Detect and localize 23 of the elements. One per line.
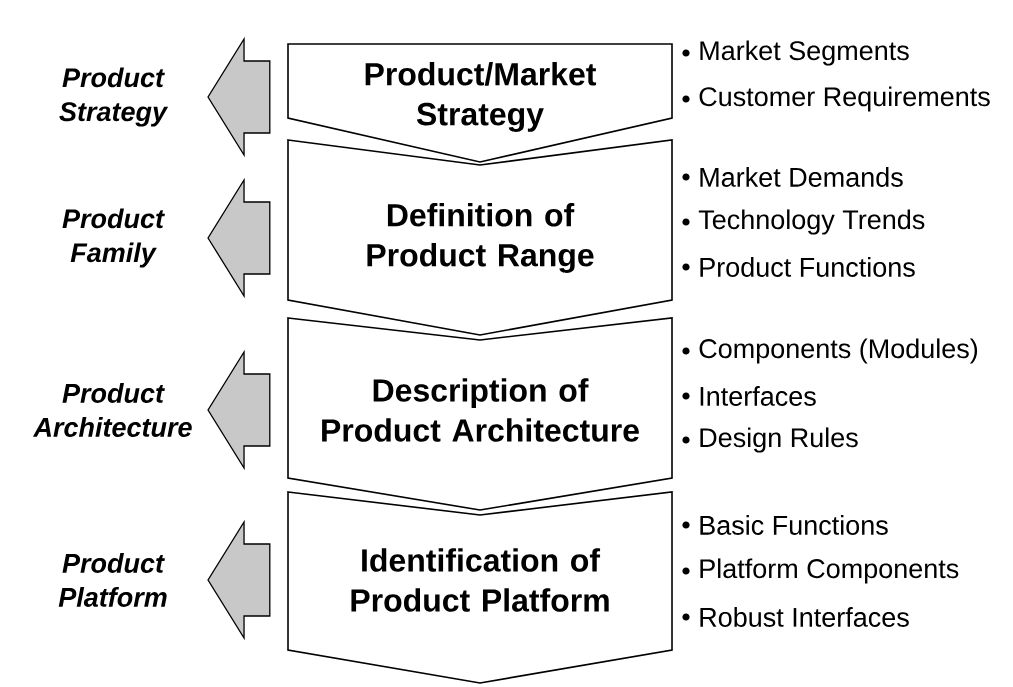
stage-label: Product Family <box>62 208 165 268</box>
bullet-item: Market Segments <box>682 40 909 66</box>
bullet-item: Basic Functions <box>682 515 888 535</box>
bullet-item: Customer Requirements <box>682 86 990 112</box>
block-arrow <box>207 349 271 471</box>
bullet-item: Robust Interfaces <box>682 607 909 627</box>
bullet-item: Interfaces <box>682 386 816 406</box>
stage-label: Product Strategy <box>59 67 169 127</box>
chevron-box: Description of Product Architecture <box>287 317 673 511</box>
chevron-box: Definition of Product Range <box>287 139 673 336</box>
block-arrow <box>207 36 271 158</box>
bullet-item: Components (Modules) <box>682 338 978 364</box>
bullet-item: Design Rules <box>682 427 858 453</box>
bullet-item: Platform Components <box>682 558 959 584</box>
chevron-box: Product/Market Strategy <box>287 43 673 163</box>
bullet-item: Technology Trends <box>682 209 925 235</box>
block-arrow <box>207 519 271 641</box>
bullet-item: Market Demands <box>682 167 903 187</box>
bullet-item: Product Functions <box>682 257 915 277</box>
chevron-box: Identification of Product Platform <box>287 491 673 684</box>
stage-label: Product Architecture <box>32 383 192 437</box>
stage-label: Product Platform <box>58 553 167 607</box>
block-arrow <box>207 177 271 299</box>
